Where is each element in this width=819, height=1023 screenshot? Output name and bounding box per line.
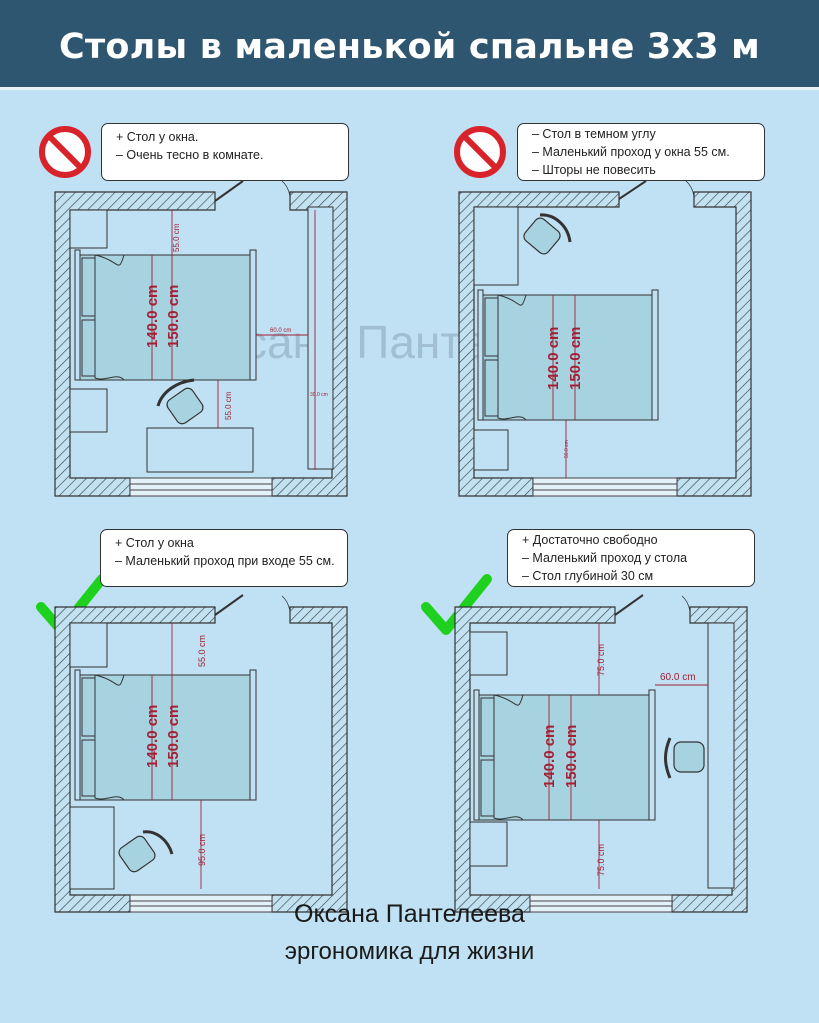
bed-width-label: 140.0 cm xyxy=(144,285,161,348)
window xyxy=(532,477,678,497)
note-line: – Шторы не повесить xyxy=(532,163,656,177)
top-gap-label: 55.0 cm xyxy=(172,223,181,252)
note-line: – Стол глубиной 30 см xyxy=(522,569,654,583)
plan-4: 140.0 cm 150.0 cm 75.0 cm 75.0 cm 60.0 c… xyxy=(421,574,748,913)
note-line: + Стол у окна. xyxy=(116,130,199,144)
room-size-label: 150.0 cm xyxy=(563,725,580,788)
plan-3: 140.0 cm 150.0 cm 55.0 cm 95.0 cm xyxy=(36,574,348,913)
bottom-gap-label: 75.0 cm xyxy=(596,844,606,876)
note-line: + Стол у окна xyxy=(115,536,194,550)
chair xyxy=(118,830,174,873)
note-line: – Маленький проход у стола xyxy=(522,551,688,565)
chair xyxy=(664,737,705,779)
room-size-label: 150.0 cm xyxy=(567,327,584,390)
desk xyxy=(707,622,735,889)
wardrobe-label: 30.0 cm xyxy=(310,392,328,398)
note-line: + Достаточно свободно xyxy=(522,533,658,547)
bed xyxy=(74,669,257,801)
prohibited-icon xyxy=(39,126,91,178)
chair xyxy=(156,378,204,425)
top-gap-label: 55.0 cm xyxy=(197,635,207,667)
nightstand xyxy=(469,821,508,867)
dimension-lines xyxy=(151,210,316,470)
page-title: Столы в маленькой спальне 3x3 м xyxy=(59,27,760,67)
note-line: – Стол в темном углу xyxy=(532,127,656,141)
nightstand xyxy=(473,429,509,471)
room-size-label: 150.0 cm xyxy=(165,285,182,348)
desk xyxy=(146,427,254,473)
window xyxy=(529,894,673,913)
bed-width-label: 140.0 cm xyxy=(545,327,562,390)
desk xyxy=(473,206,519,286)
door xyxy=(214,180,291,202)
note-plan-4: + Достаточно свободно – Маленький проход… xyxy=(507,529,755,587)
header-bar: Столы в маленькой спальне 3x3 м xyxy=(0,0,819,90)
prohibited-icon xyxy=(454,126,506,178)
plan-1: 140.0 cm 150.0 cm 55.0 cm 60.0 cm 55.0 c… xyxy=(39,126,348,497)
note-line: – Маленький проход при входе 55 см. xyxy=(115,554,335,568)
dimension-lines xyxy=(548,623,708,889)
door xyxy=(618,180,695,200)
note-plan-2: – Стол в темном углу – Маленький проход … xyxy=(517,123,765,181)
door xyxy=(214,594,291,616)
nightstand xyxy=(469,631,508,676)
nightstand xyxy=(69,209,108,249)
note-line: – Маленький проход у окна 55 см. xyxy=(532,145,730,159)
window xyxy=(129,894,273,913)
nightstand xyxy=(69,622,108,668)
chair xyxy=(523,213,572,255)
note-plan-3: + Стол у окна – Маленький проход при вхо… xyxy=(100,529,348,587)
desk-gap-label: 55.0 cm xyxy=(224,391,233,420)
desk-gap-label: 95.0 cm xyxy=(197,834,207,866)
dimension-lines xyxy=(151,623,202,889)
note-plan-1: + Стол у окна. – Очень тесно в комнате. xyxy=(101,123,349,181)
bed-width-label: 140.0 cm xyxy=(541,725,558,788)
door xyxy=(614,594,691,616)
bed xyxy=(473,689,656,821)
note-line: – Очень тесно в комнате. xyxy=(116,148,264,162)
wardrobe xyxy=(307,206,334,470)
top-gap-label: 75.0 cm xyxy=(596,644,606,676)
room-size-label: 150.0 cm xyxy=(165,705,182,768)
bottom-gap-label: 55.0 cm xyxy=(564,440,570,458)
author-subtitle: эргономика для жизни xyxy=(284,938,535,965)
bed xyxy=(74,249,257,381)
author-name: Оксана Пантелеева xyxy=(294,900,525,928)
window xyxy=(129,477,273,497)
plan-2: 140.0 cm 150.0 cm 55.0 cm xyxy=(454,126,752,497)
desk xyxy=(69,806,115,890)
nightstand xyxy=(69,388,108,433)
bed-width-label: 140.0 cm xyxy=(144,705,161,768)
dimension-lines xyxy=(552,295,576,478)
side-gap-label: 60.0 cm xyxy=(270,328,291,334)
check-icon xyxy=(421,574,492,635)
side-gap-label: 60.0 cm xyxy=(660,672,696,683)
